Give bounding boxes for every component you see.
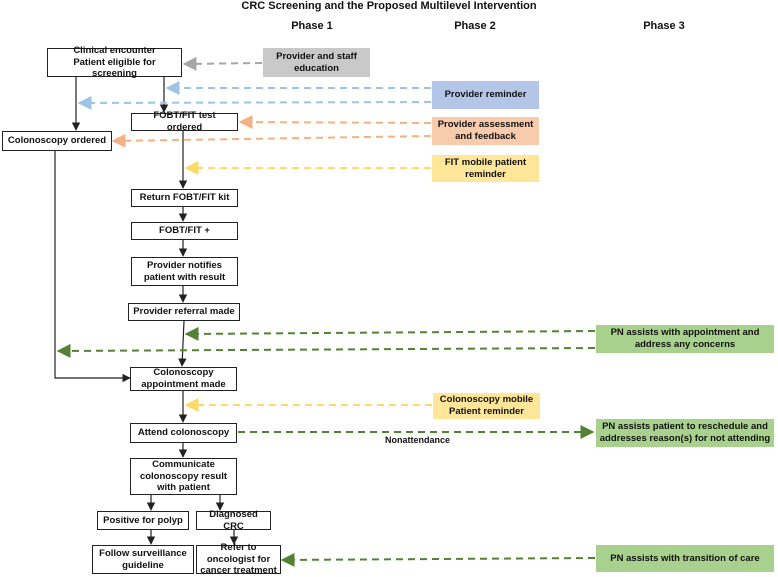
phase-2-header: Phase 2 [454, 20, 496, 32]
phase-3-header: Phase 3 [643, 20, 685, 32]
diagram-title: CRC Screening and the Proposed Multileve… [241, 0, 537, 12]
node-colonoscopy-ordered: Colonoscopy ordered [2, 131, 112, 151]
intervention-provider-staff-education: Provider and staff education [263, 48, 370, 77]
intervention-pn-transition: PN assists with transition of care [596, 545, 774, 572]
intervention-provider-reminder: Provider reminder [432, 81, 539, 109]
nonattendance-label: Nonattendance [385, 435, 451, 445]
arrow-assessment-to-colonoscopy-ordered [111, 133, 432, 148]
node-return-kit: Return FOBT/FIT kit [131, 189, 238, 207]
intervention-fit-mobile-reminder: FIT mobile patient reminder [432, 155, 539, 182]
phase-1-header: Phase 1 [291, 20, 333, 32]
node-fobt-ordered: FOBT/FIT test ordered [131, 110, 238, 133]
arrow-reminder-to-colonoscopy-path [77, 95, 432, 110]
arrow-pn-appointment-to-colonoscopy-path [56, 343, 596, 358]
arrow-education-to-encounter [182, 56, 263, 71]
arrow-colonoscopy-ordered-to-appointment [54, 151, 131, 383]
node-attend-colonoscopy: Attend colonoscopy [130, 423, 237, 443]
intervention-pn-reschedule: PN assists patient to reschedule and add… [596, 419, 774, 447]
node-positive-polyp: Positive for polyp [97, 511, 189, 530]
node-provider-notifies: Provider notifies patient with result [131, 257, 238, 286]
node-fobt-positive: FOBT/FIT + [131, 222, 238, 240]
node-follow-surveillance: Follow surveillance guideline [92, 545, 194, 574]
intervention-provider-assessment: Provider assessment and feedback [432, 117, 539, 145]
intervention-colonoscopy-mobile-reminder: Colonoscopy mobile Patient reminder [433, 393, 540, 419]
intervention-pn-appointment: PN assists with appointment and address … [596, 325, 774, 353]
arrow-pn-transition-to-oncologist [280, 552, 596, 567]
node-diagnosed-crc: Diagnosed CRC [196, 509, 271, 532]
node-colonoscopy-appointment: Colonoscopy appointment made [130, 367, 237, 391]
node-provider-referral: Provider referral made [128, 303, 240, 321]
node-communicate-result: Communicate colonoscopy result with pati… [130, 458, 237, 495]
arrow-assessment-to-fobt-ordered [238, 115, 432, 130]
arrow-referral-to-appointment [178, 320, 187, 367]
node-refer-oncologist: Refer to oncologist for cancer treatment [196, 542, 281, 576]
arrow-pn-appointment-to-referral-path [184, 326, 596, 341]
node-clinical-encounter: Clinical encounter Patient eligible for … [47, 45, 182, 79]
